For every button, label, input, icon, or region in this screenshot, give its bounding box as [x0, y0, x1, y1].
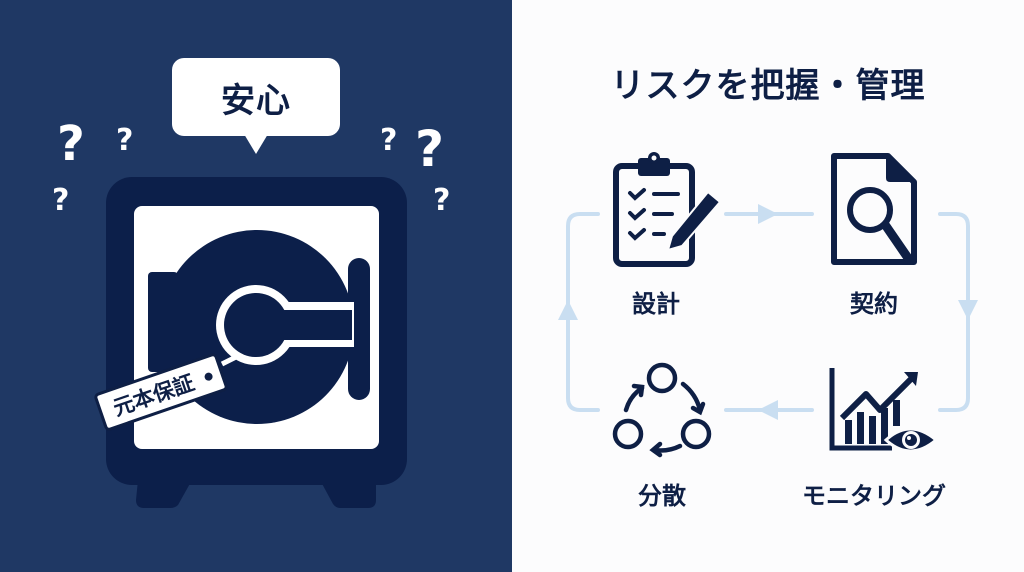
document-magnifier-icon	[831, 153, 917, 265]
clipboard-checklist-pencil-icon	[613, 152, 722, 267]
chart-eye-icon	[829, 368, 939, 453]
question-mark-icon: ?	[433, 183, 451, 218]
step-label-monitoring: モニタリング	[802, 482, 946, 510]
step-label-diversification: 分散	[638, 482, 686, 510]
question-mark-icon: ?	[380, 123, 398, 158]
question-mark-icon: ?	[52, 183, 70, 218]
question-mark-icon: ?	[116, 123, 134, 158]
step-label-contract: 契約	[850, 290, 898, 318]
cycle-circles-icon	[612, 362, 712, 458]
question-mark-icon: ?	[415, 120, 445, 178]
speech-bubble: 安心	[172, 58, 340, 154]
bubble-text: 安心	[221, 80, 291, 121]
right-panel: リスクを把握・管理	[512, 0, 1024, 572]
left-panel: ? ? ? ? ? ? 安心 元本保証	[0, 0, 512, 572]
question-mark-icon: ?	[57, 116, 85, 172]
tag-hole	[203, 371, 214, 382]
step-label-design: 設計	[632, 290, 680, 318]
flow-diagram	[558, 152, 978, 458]
safe-icon	[106, 177, 407, 508]
page-title: リスクを把握・管理	[610, 66, 926, 106]
